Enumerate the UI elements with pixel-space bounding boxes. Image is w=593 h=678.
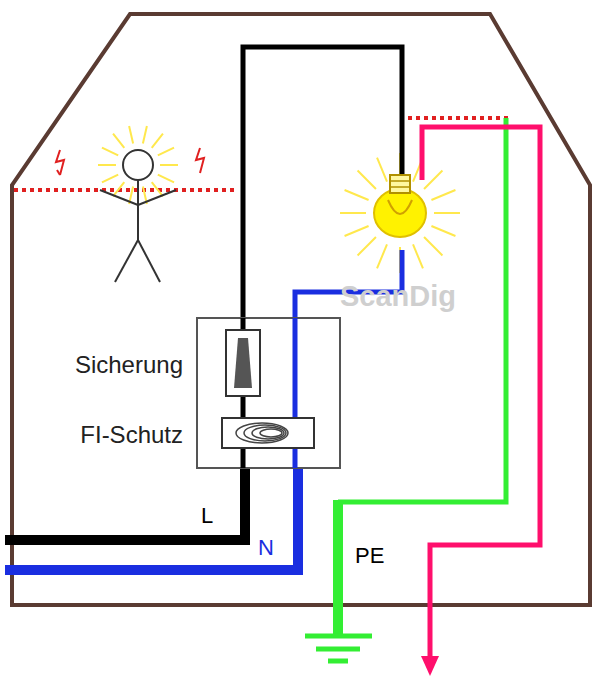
shock-symbol — [196, 148, 204, 173]
watermark: ScanDig — [340, 282, 456, 311]
wire-label: L — [201, 505, 213, 527]
protection-box: SicherungFI-Schutz — [197, 318, 340, 468]
shock-symbol — [56, 150, 64, 175]
neutral-wire — [5, 468, 298, 570]
potential-line — [400, 116, 508, 120]
fault-current-path — [422, 127, 540, 662]
arrowhead — [421, 656, 439, 676]
component-label: FI-Schutz — [80, 423, 183, 447]
wire-label: PE — [355, 545, 384, 567]
ground-symbol — [305, 636, 372, 661]
potential-line — [14, 188, 237, 192]
wire-label: N — [258, 537, 274, 559]
shock-symbol — [57, 170, 60, 175]
distribution-box — [197, 318, 340, 468]
rcd-symbol — [222, 418, 314, 448]
component-label: Sicherung — [75, 353, 183, 377]
earth-wire — [333, 500, 343, 636]
light-bulb — [374, 175, 426, 237]
fuse-symbol — [226, 330, 260, 396]
person-figure — [100, 150, 176, 282]
phase-wire — [5, 468, 245, 540]
